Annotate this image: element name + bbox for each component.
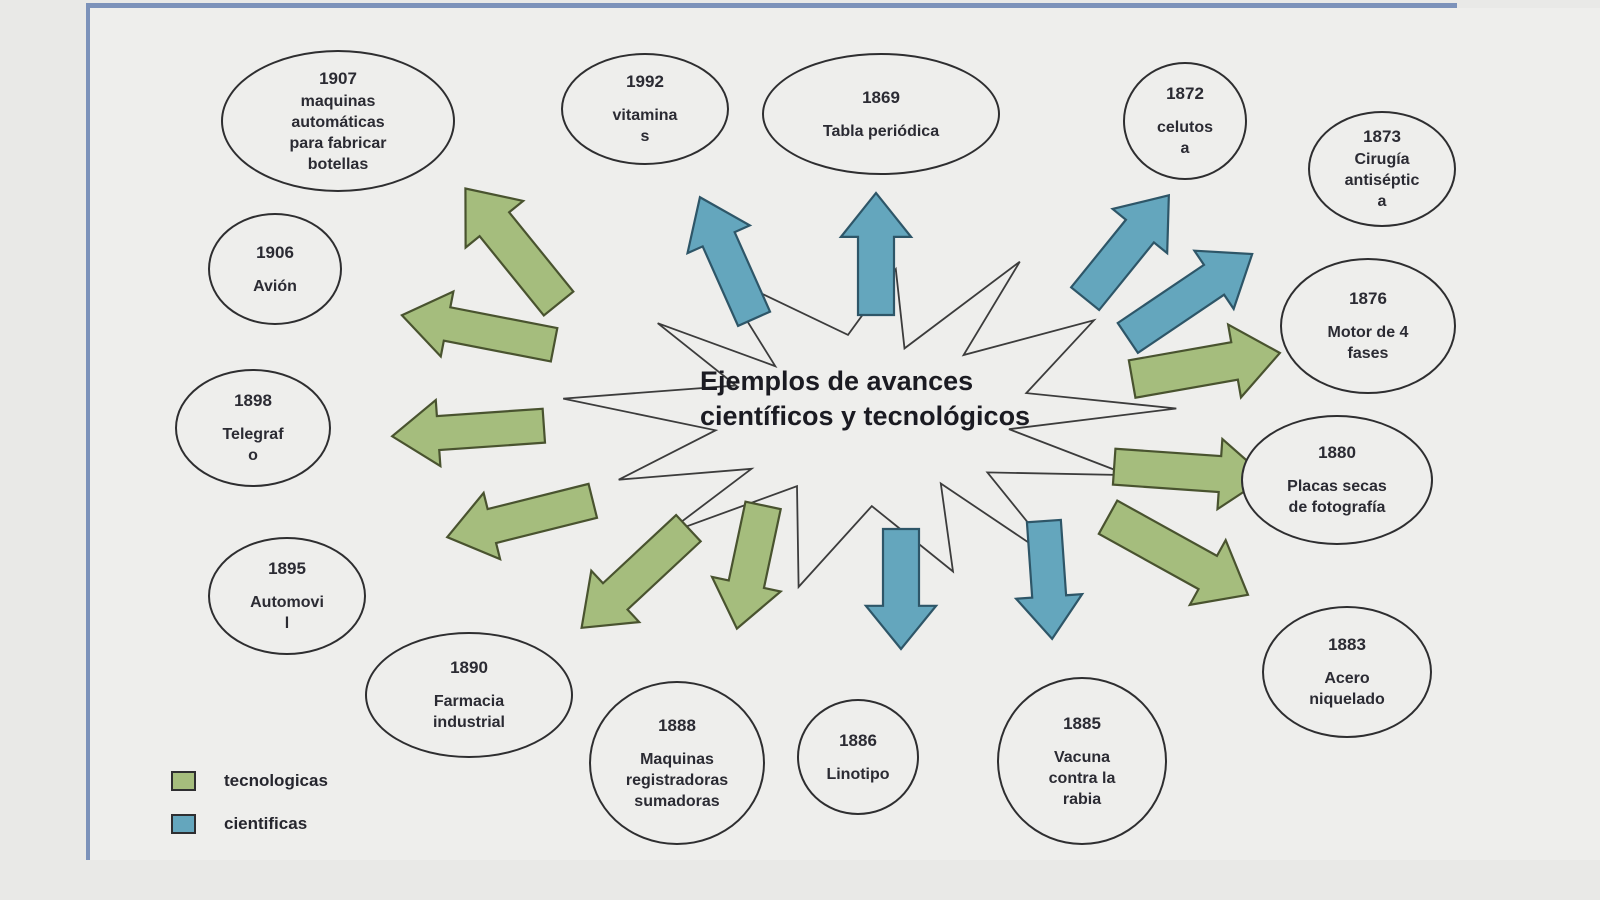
- legend-item-cientificas: cientificas: [171, 811, 328, 837]
- node-label: Tabla periódica: [822, 122, 940, 140]
- node-1872: 1872 celutos a: [1123, 62, 1247, 180]
- arrow-1898: [390, 397, 547, 469]
- node-year: 1898: [234, 391, 272, 410]
- node-year: 1883: [1328, 635, 1366, 654]
- arrow-1872: [1069, 193, 1170, 312]
- node-1890: 1890 Farmacia industrial: [365, 632, 573, 758]
- slide-left-border: [86, 3, 90, 860]
- node-label: Linotipo: [826, 765, 890, 783]
- node-label: Farmacia industrial: [432, 693, 505, 731]
- node-1869: 1869 Tabla periódica: [762, 53, 1000, 175]
- node-year: 1885: [1063, 713, 1101, 733]
- node-label: vitamina s: [612, 107, 678, 145]
- node-year: 1876: [1349, 289, 1387, 308]
- node-label: Telegraf o: [222, 426, 284, 464]
- node-label: Automovi l: [250, 594, 324, 632]
- arrow-1873: [1116, 249, 1254, 355]
- node-year: 1872: [1166, 84, 1204, 103]
- node-label: Cirugía antiséptic a: [1344, 151, 1420, 210]
- node-1876: 1876 Motor de 4 fases: [1280, 258, 1456, 394]
- node-1992: 1992 vitamina s: [561, 53, 729, 165]
- node-year: 1886: [839, 730, 877, 750]
- slide-top-border: [86, 3, 1457, 8]
- node-1885: 1885 Vacuna contra la rabia: [997, 677, 1167, 845]
- node-label: Avión: [253, 277, 297, 295]
- arrow-1885: [1013, 518, 1085, 641]
- node-1888: 1888 Maquinas registradoras sumadoras: [589, 681, 765, 845]
- node-year: 1869: [862, 87, 900, 107]
- arrow-1895: [445, 482, 599, 561]
- node-label: maquinas automáticas para fabricar botel…: [289, 92, 387, 173]
- arrow-1888: [710, 500, 784, 631]
- node-1906: 1906 Avión: [208, 213, 342, 325]
- node-label: Vacuna contra la rabia: [1048, 748, 1116, 808]
- legend-item-tecnologicas: tecnologicas: [171, 768, 328, 794]
- node-label: Motor de 4 fases: [1327, 324, 1409, 362]
- node-label: Acero niquelado: [1309, 670, 1385, 708]
- node-label: Placas secas de fotografía: [1287, 478, 1387, 516]
- diagram-title: Ejemplos de avances científicos y tecnol…: [700, 366, 1031, 431]
- node-year: 1888: [658, 715, 696, 735]
- legend-label: cientificas: [224, 814, 308, 833]
- node-1880: 1880 Placas secas de fotografía: [1241, 415, 1433, 545]
- arrow-1890: [580, 513, 703, 630]
- node-year: 1992: [626, 72, 664, 91]
- legend-label: tecnologicas: [224, 771, 328, 790]
- arrow-1869: [838, 191, 914, 317]
- arrow-1992: [685, 195, 772, 328]
- node-label: celutos a: [1156, 119, 1213, 157]
- arrow-1886: [863, 527, 939, 651]
- arrow-1880: [1111, 436, 1268, 512]
- node-year: 1873: [1363, 127, 1401, 146]
- arrow-1906: [400, 289, 559, 363]
- node-year: 1890: [450, 658, 488, 677]
- node-1898: 1898 Telegraf o: [175, 369, 331, 487]
- tecnologicas-swatch-icon: [171, 771, 196, 791]
- node-1886: 1886 Linotipo: [797, 699, 919, 815]
- legend: tecnologicas cientificas: [171, 768, 328, 854]
- node-year: 1895: [268, 559, 306, 578]
- cientificas-swatch-icon: [171, 814, 196, 834]
- node-1873: 1873 Cirugía antiséptic a: [1308, 111, 1456, 227]
- arrow-1907: [464, 187, 575, 318]
- node-1895: 1895 Automovi l: [208, 537, 366, 655]
- node-year: 1907: [319, 68, 357, 88]
- arrow-1883: [1097, 499, 1250, 607]
- node-year: 1906: [256, 242, 294, 262]
- node-label: Maquinas registradoras sumadoras: [625, 750, 729, 810]
- node-1883: 1883 Acero niquelado: [1262, 606, 1432, 738]
- node-1907: 1907 maquinas automáticas para fabricar …: [221, 50, 455, 192]
- arrow-1876: [1127, 322, 1282, 400]
- node-year: 1880: [1318, 443, 1356, 462]
